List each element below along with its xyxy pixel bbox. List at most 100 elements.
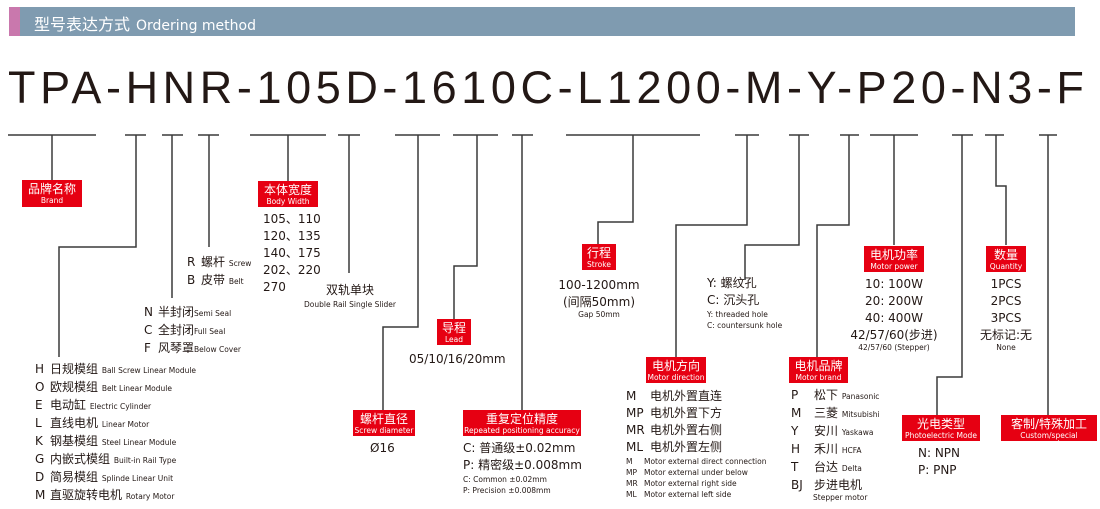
text-part: 直线电机 bbox=[50, 416, 99, 430]
text-part: Ball Screw Linear Module bbox=[101, 366, 197, 375]
text-part: Built-in Rail Type bbox=[113, 456, 177, 465]
text-part: 内嵌式模组 bbox=[50, 452, 111, 466]
title-en: Ordering method bbox=[136, 18, 256, 34]
list-item: 202、220 bbox=[263, 263, 321, 277]
label-cn: 重复定位精度 bbox=[485, 412, 558, 426]
text-part: MP bbox=[626, 406, 644, 420]
label-en: Lead bbox=[444, 335, 464, 344]
stepper-en: Stepper motor bbox=[813, 493, 868, 502]
hole-countersunk-en: C: countersunk hole bbox=[707, 321, 783, 330]
text-part: Motor external under below bbox=[644, 468, 748, 477]
text-part: 电机外置直连 bbox=[650, 389, 723, 403]
list-item: MP Motor external under below bbox=[626, 467, 766, 478]
header-accent-strip bbox=[9, 7, 20, 36]
text-part: 电机外置下方 bbox=[650, 406, 723, 420]
text-part: 半封闭 bbox=[158, 305, 195, 319]
text-part: 全封闭 bbox=[158, 323, 195, 337]
text-part: Motor external left side bbox=[644, 490, 732, 499]
text-part: G bbox=[35, 452, 45, 466]
text-part: 步进电机 bbox=[814, 478, 863, 492]
text-part: B bbox=[187, 273, 196, 287]
accuracy-precision: P: 精密级±0.008mm bbox=[463, 458, 582, 472]
text-part: Motor external direct connection bbox=[644, 457, 767, 466]
hole-countersunk: C: 沉头孔 bbox=[707, 293, 760, 307]
list-item: 20: 200W bbox=[865, 294, 923, 308]
stroke-values: 100-1200mm (间隔50mm) Gap 50mm bbox=[556, 277, 642, 319]
label-en: Motor direction bbox=[647, 373, 705, 382]
text-part: 钢基模组 bbox=[50, 434, 99, 448]
text-part: R bbox=[187, 255, 196, 269]
text-part: 三菱 bbox=[814, 406, 839, 420]
text-part: Delta bbox=[841, 464, 862, 473]
list-item: 1PCS bbox=[990, 277, 1022, 291]
text-part: Yaskawa bbox=[841, 428, 874, 437]
text-part: Panasonic bbox=[841, 392, 880, 401]
label-en: Motor brand bbox=[795, 373, 842, 382]
list-item: N: NPN bbox=[918, 446, 961, 460]
list-item: G 内嵌式模组 Built-in Rail Type bbox=[35, 451, 196, 469]
text-part: 螺杆 bbox=[201, 255, 226, 269]
text-part: 电机外置右侧 bbox=[650, 423, 723, 437]
text-part: Rotary Motor bbox=[125, 492, 175, 501]
label-cn: 光电类型 bbox=[916, 417, 965, 431]
text-part: HCFA bbox=[841, 446, 862, 455]
quantity-note: None bbox=[996, 343, 1016, 352]
list-item: 140、175 bbox=[263, 246, 321, 260]
text-part: Y bbox=[791, 424, 799, 438]
list-item: 10: 100W bbox=[865, 277, 923, 291]
text-part: Belt bbox=[228, 277, 244, 286]
text-part: 欧规模组 bbox=[50, 380, 99, 394]
text-part: M bbox=[626, 389, 637, 403]
list-item: P: PNP bbox=[918, 463, 957, 477]
text-part: 电动缸 bbox=[50, 398, 87, 412]
title-cn: 型号表达方式 bbox=[34, 15, 131, 34]
text-part: Full Seal bbox=[194, 327, 226, 336]
list-item: 270 bbox=[263, 280, 286, 294]
label-en: Brand bbox=[40, 196, 64, 205]
label-en: Custom/special processing bbox=[1020, 431, 1078, 448]
text-part: Linear Motor bbox=[101, 420, 150, 429]
label-cn: 行程 bbox=[586, 246, 611, 260]
list-item: 无标记:无 bbox=[979, 328, 1033, 342]
screw-diameter-value: Ø16 bbox=[370, 441, 395, 455]
text-part: 直驱旋转电机 bbox=[50, 488, 123, 502]
label-cn: 客制/特殊加工 bbox=[1010, 417, 1088, 431]
text-part: 禾川 bbox=[814, 442, 839, 456]
text-part: 安川 bbox=[814, 424, 839, 438]
stroke-range: 100-1200mm bbox=[558, 278, 640, 292]
hole-types: Y: 螺纹孔 C: 沉头孔 Y: threaded hole C: counte… bbox=[707, 275, 782, 331]
label-cn: 螺杆直径 bbox=[359, 412, 408, 426]
text-part: E bbox=[35, 398, 43, 412]
lead-values: 05/10/16/20mm bbox=[409, 352, 506, 366]
text-part: H bbox=[791, 442, 801, 456]
text-part: D bbox=[35, 470, 45, 484]
text-part: 简易模组 bbox=[50, 470, 99, 484]
list-item: 3PCS bbox=[990, 311, 1022, 325]
text-part: BJ bbox=[791, 478, 803, 492]
list-item: 120、135 bbox=[263, 229, 321, 243]
list-item: Y 安川 Yaskawa bbox=[791, 423, 880, 441]
text-part: Splinde Linear Unit bbox=[101, 474, 174, 483]
text-part: MP bbox=[626, 468, 637, 477]
slider-en: Double Rail Single Slider bbox=[304, 300, 396, 309]
